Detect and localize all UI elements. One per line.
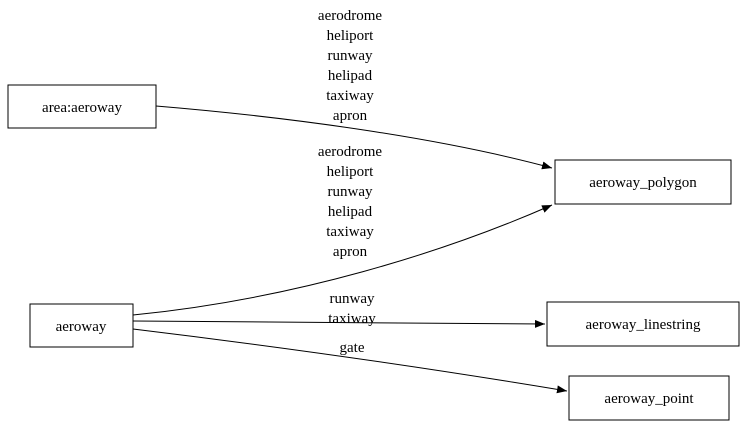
node-label: aeroway_linestring [586, 317, 701, 333]
edge-label-group: aerodrome heliport runway helipad taxiwa… [318, 8, 382, 124]
edge-label-line: runway [328, 48, 373, 64]
edge-label-line: apron [333, 244, 368, 260]
node-aeroway: aeroway [29, 303, 134, 348]
edge-label-line: aerodrome [318, 8, 382, 24]
node-box [546, 301, 740, 347]
edge-label-line: taxiway [326, 224, 374, 240]
node-label: aeroway_point [604, 391, 694, 407]
edge-label-line: aerodrome [318, 144, 382, 160]
edge-label-line: heliport [327, 28, 374, 44]
edge-label-line: heliport [327, 164, 374, 180]
edge-label-line: apron [333, 108, 368, 124]
node-aeroway-linestring: aeroway_linestring [546, 301, 740, 347]
edge-label-line: taxiway [328, 311, 376, 327]
edge-aeroway-to-point: gate [132, 328, 568, 394]
edge-label-line: helipad [328, 204, 373, 220]
node-area-aeroway: area:aeroway [7, 84, 157, 129]
edge-line [132, 204, 553, 316]
node-box [7, 84, 157, 129]
edge-label-line: helipad [328, 68, 373, 84]
edge-line [132, 319, 546, 328]
node-label: aeroway [56, 319, 107, 335]
edge-label-line: gate [340, 340, 365, 356]
edge-label-group: aerodrome heliport runway helipad taxiwa… [318, 144, 382, 260]
edge-line [155, 105, 553, 170]
node-label: area:aeroway [42, 100, 122, 116]
edge-aeroway-to-polygon: aerodrome heliport runway helipad taxiwa… [132, 144, 553, 316]
node-aeroway-point: aeroway_point [568, 375, 730, 421]
edge-label-group: runway taxiway [328, 291, 376, 327]
edge-label-line: runway [330, 291, 375, 307]
edge-area-aeroway-to-polygon: aerodrome heliport runway helipad taxiwa… [155, 8, 553, 170]
edge-label-line: runway [328, 184, 373, 200]
edge-aeroway-to-linestring: runway taxiway [132, 291, 546, 328]
edge-label-group: gate [340, 340, 365, 356]
node-box [554, 159, 732, 205]
edge-label-line: taxiway [326, 88, 374, 104]
node-box [29, 303, 134, 348]
node-aeroway-polygon: aeroway_polygon [554, 159, 732, 205]
node-label: aeroway_polygon [589, 175, 697, 191]
edge-line [132, 328, 568, 394]
node-box [568, 375, 730, 421]
